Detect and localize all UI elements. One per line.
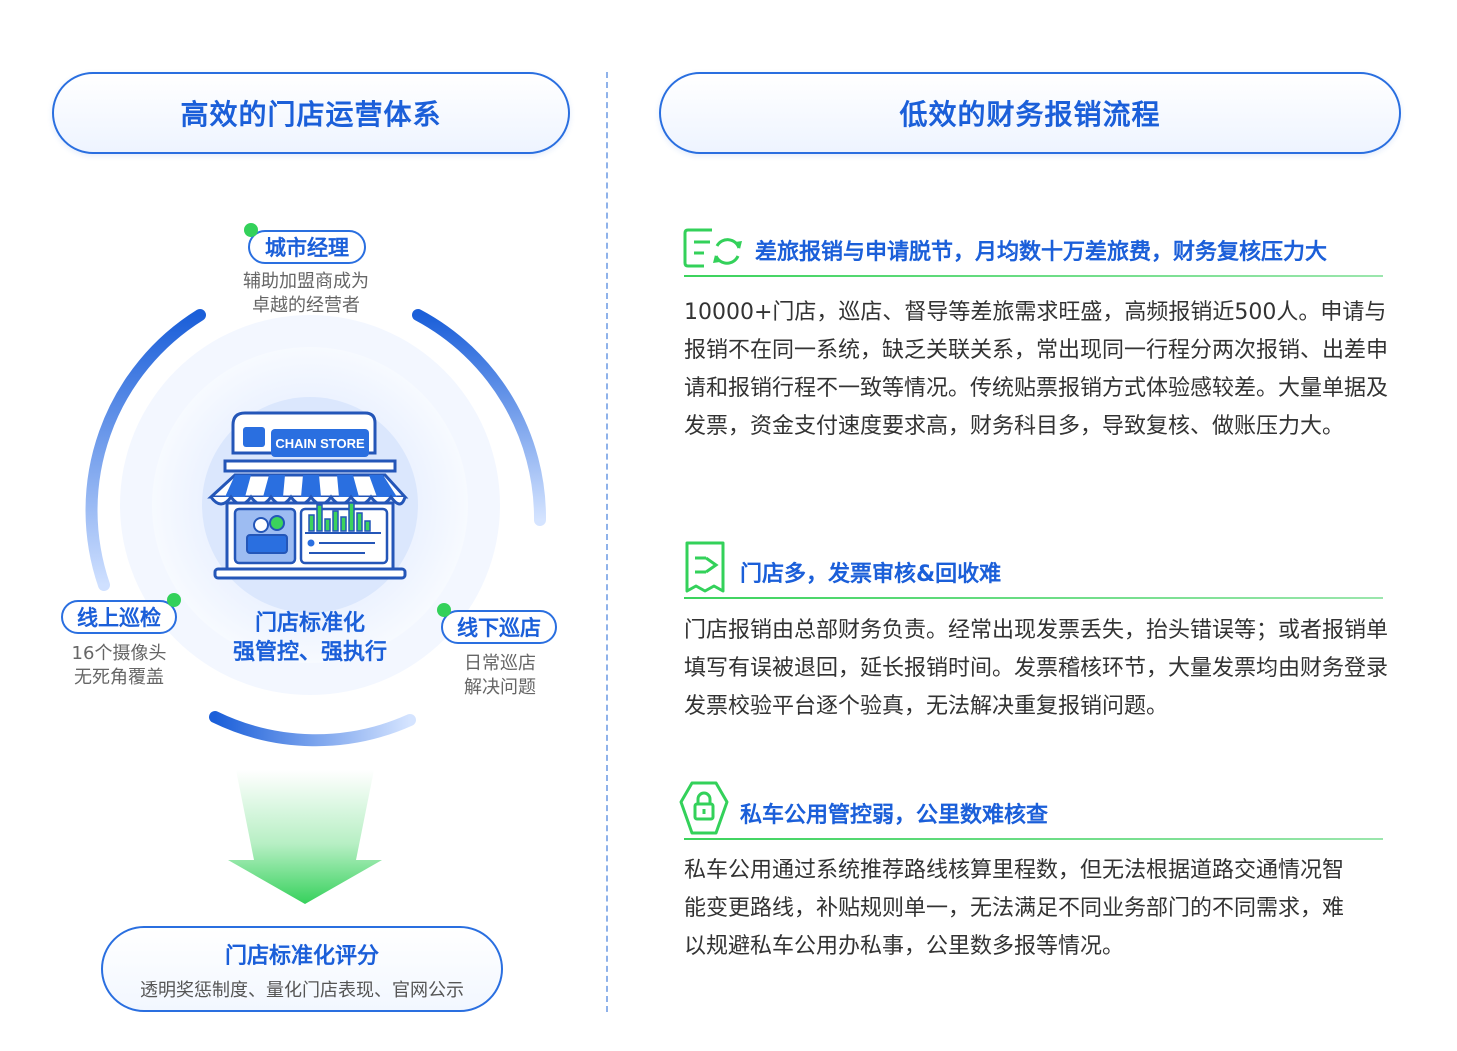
section-2-divider [684, 597, 1383, 599]
section-3-divider [684, 838, 1383, 840]
store-sign-text: CHAIN STORE [275, 436, 365, 451]
invoice-document-icon [685, 541, 725, 593]
arc-left [85, 309, 206, 591]
green-dot-icon [167, 593, 181, 607]
tag-city-manager: 城市经理 [244, 223, 366, 264]
tag-online-label: 线上巡检 [77, 606, 161, 630]
section-2-title: 门店多，发票审核&回收难 [740, 562, 1002, 587]
section-1-title: 差旅报销与申请脱节，月均数十万差旅费，财务复核压力大 [755, 240, 1328, 265]
column-divider [606, 72, 608, 1012]
green-dot-icon [437, 603, 451, 617]
left-header: 高效的门店运营体系 [52, 72, 570, 154]
offline-desc-1: 日常巡店 [464, 653, 536, 674]
reimbursement-cycle-icon [683, 228, 742, 268]
tag-offline-inspection: 线下巡店 [437, 603, 557, 644]
offline-desc-2: 解决问题 [464, 677, 536, 698]
center-title-2: 强管控、强执行 [232, 640, 387, 665]
city-manager-desc-1: 辅助加盟商成为 [243, 271, 369, 292]
chain-store-icon: CHAIN STORE [207, 411, 409, 580]
section-1-body: 10000+门店，巡店、督导等差旅需求旺盛，高频报销近500人。申请与报销不在同… [684, 300, 1389, 439]
down-arrow-icon [228, 770, 382, 904]
city-manager-desc-2: 卓越的经营者 [252, 295, 360, 316]
tag-city-manager-label: 城市经理 [265, 236, 349, 260]
left-header-title: 高效的门店运营体系 [180, 98, 442, 131]
score-subtitle: 透明奖惩制度、量化门店表现、官网公示 [140, 980, 464, 1001]
green-dot-icon [244, 223, 258, 237]
section-3-body: 私车公用通过系统推荐路线核算里程数，但无法根据道路交通情况智能变更路线，补贴规则… [684, 858, 1345, 959]
security-lock-shield-icon [679, 781, 729, 835]
score-title: 门店标准化评分 [224, 944, 379, 969]
section-3-title: 私车公用管控弱，公里数难核查 [740, 803, 1049, 828]
online-desc-1: 16个摄像头 [71, 643, 167, 664]
section-2-body: 门店报销由总部财务负责。经常出现发票丢失，抬头错误等；或者报销单填写有误被退回，… [684, 618, 1389, 719]
tag-online-inspection: 线上巡检 [61, 593, 181, 634]
center-title-1: 门店标准化 [254, 611, 365, 636]
right-header: 低效的财务报销流程 [659, 72, 1401, 154]
online-desc-2: 无死角覆盖 [74, 667, 164, 688]
arc-bottom [209, 711, 416, 747]
right-header-title: 低效的财务报销流程 [899, 98, 1161, 131]
standardization-score-card: 门店标准化评分 透明奖惩制度、量化门店表现、官网公示 [101, 926, 503, 1012]
tag-offline-label: 线下巡店 [457, 616, 541, 640]
arc-right [412, 309, 547, 526]
section-1-divider [684, 275, 1383, 277]
